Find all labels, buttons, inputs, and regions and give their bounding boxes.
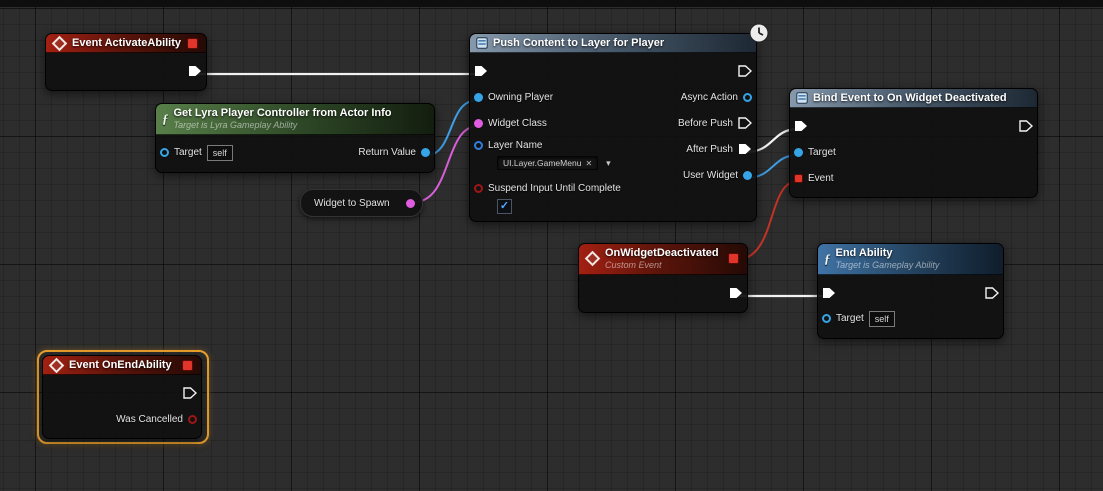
node-header[interactable]: Push Content to Layer for Player	[470, 34, 756, 53]
async-widget-icon	[476, 37, 488, 49]
pin-label-event: Event	[808, 172, 834, 184]
node-subtitle: Target is Lyra Gameplay Ability	[173, 120, 298, 131]
node-push-content-to-layer[interactable]: Push Content to Layer for Player Owning …	[469, 33, 757, 222]
pin-label-async-action: Async Action	[680, 91, 738, 103]
pin-label-owning-player: Owning Player	[488, 91, 554, 103]
checkbox-check-icon: ✓	[499, 199, 510, 212]
top-divider	[0, 0, 1103, 7]
widget-to-spawn-pin[interactable]	[406, 198, 415, 208]
dropdown-chevron-icon[interactable]: ▾	[606, 157, 611, 168]
target-pin[interactable]	[160, 148, 169, 158]
pin-label-before-push: Before Push	[677, 117, 733, 129]
event-icon	[48, 357, 65, 373]
target-value-field[interactable]: self	[868, 310, 895, 327]
pin-label-target: Target	[174, 147, 202, 159]
pin-label-target: Target	[836, 313, 864, 325]
target-pin[interactable]	[794, 147, 803, 157]
node-subtitle: Target is Gameplay Ability	[835, 260, 940, 271]
target-pin[interactable]	[822, 314, 831, 324]
was-cancelled-pin[interactable]	[188, 414, 197, 424]
exec-out-pin[interactable]	[985, 287, 999, 299]
exec-in-pin[interactable]	[822, 287, 836, 299]
pin-label-user-widget: User Widget	[682, 169, 738, 181]
node-event-on-end-ability[interactable]: Event OnEndAbility Was Cancelled	[42, 355, 202, 439]
async-action-pin[interactable]	[743, 92, 752, 102]
wire-widget-to-spawn-to-widget-class[interactable]	[413, 125, 479, 203]
after-push-exec-pin[interactable]	[738, 143, 752, 155]
node-title: End Ability	[835, 247, 893, 259]
node-header[interactable]: Event ActivateAbility	[46, 34, 206, 53]
node-bind-event-to-on-widget-deactivated[interactable]: Bind Event to On Widget Deactivated Targ…	[789, 88, 1038, 198]
node-title: Push Content to Layer for Player	[493, 37, 665, 49]
exec-out-pin[interactable]	[183, 387, 197, 399]
node-title: Get Lyra Player Controller from Actor In…	[173, 107, 392, 119]
node-header[interactable]: OnWidgetDeactivated Custom Event	[579, 244, 747, 275]
node-get-lyra-player-controller[interactable]: ƒ Get Lyra Player Controller from Actor …	[155, 103, 435, 173]
exec-in-pin[interactable]	[474, 65, 488, 77]
pin-label-was-cancelled: Was Cancelled	[116, 413, 183, 425]
delegate-pin[interactable]	[187, 37, 198, 49]
latent-clock-icon	[749, 23, 769, 43]
function-icon: ƒ	[162, 110, 169, 126]
pin-label-layer-name: Layer Name	[488, 139, 543, 151]
node-header[interactable]: Bind Event to On Widget Deactivated	[790, 89, 1037, 108]
event-delegate-pin[interactable]	[794, 173, 803, 183]
pin-label-widget-class: Widget Class	[488, 117, 547, 129]
node-end-ability[interactable]: ƒ End Ability Target is Gameplay Ability…	[817, 243, 1004, 339]
function-icon: ƒ	[824, 250, 831, 266]
event-icon	[584, 251, 601, 267]
pin-label-target: Target	[808, 146, 836, 158]
pin-label-return-value: Return Value	[358, 147, 416, 159]
node-title: Bind Event to On Widget Deactivated	[813, 92, 1007, 104]
pin-label-suspend-input: Suspend Input Until Complete	[488, 182, 621, 194]
clear-tag-icon[interactable]: ✕	[585, 158, 593, 168]
node-event-activate-ability[interactable]: Event ActivateAbility	[45, 33, 207, 91]
layer-name-dropdown[interactable]: UI.Layer.GameMenu ✕	[497, 156, 599, 170]
delegate-pin[interactable]	[182, 359, 193, 371]
node-title: Event ActivateAbility	[72, 37, 182, 49]
node-header[interactable]: ƒ Get Lyra Player Controller from Actor …	[156, 104, 434, 135]
layer-name-value: UI.Layer.GameMenu	[503, 158, 582, 168]
user-widget-pin[interactable]	[743, 170, 752, 180]
owning-player-pin[interactable]	[474, 92, 483, 102]
variable-label: Widget to Spawn	[314, 197, 390, 209]
layer-name-pin[interactable]	[474, 140, 483, 150]
node-title: OnWidgetDeactivated	[605, 247, 719, 259]
exec-out-pin[interactable]	[738, 65, 752, 77]
pin-label-after-push: After Push	[686, 143, 733, 155]
return-value-pin[interactable]	[421, 148, 430, 158]
bind-event-icon	[796, 92, 808, 104]
node-header[interactable]: ƒ End Ability Target is Gameplay Ability	[818, 244, 1003, 275]
suspend-input-checkbox[interactable]: ✓	[497, 198, 512, 214]
node-on-widget-deactivated[interactable]: OnWidgetDeactivated Custom Event	[578, 243, 748, 313]
node-header[interactable]: Event OnEndAbility	[43, 356, 201, 375]
exec-out-pin[interactable]	[1019, 120, 1033, 132]
delegate-pin[interactable]	[728, 253, 739, 265]
exec-in-pin[interactable]	[794, 120, 808, 132]
before-push-exec-pin[interactable]	[738, 117, 752, 129]
node-subtitle: Custom Event	[605, 260, 662, 271]
exec-out-pin[interactable]	[188, 65, 202, 77]
exec-out-pin[interactable]	[729, 287, 743, 299]
node-widget-to-spawn[interactable]: Widget to Spawn	[300, 189, 423, 217]
node-title: Event OnEndAbility	[69, 359, 172, 371]
target-value-field[interactable]: self	[206, 144, 233, 161]
widget-class-pin[interactable]	[474, 118, 483, 128]
event-icon	[51, 35, 68, 51]
suspend-input-pin[interactable]	[474, 183, 483, 193]
